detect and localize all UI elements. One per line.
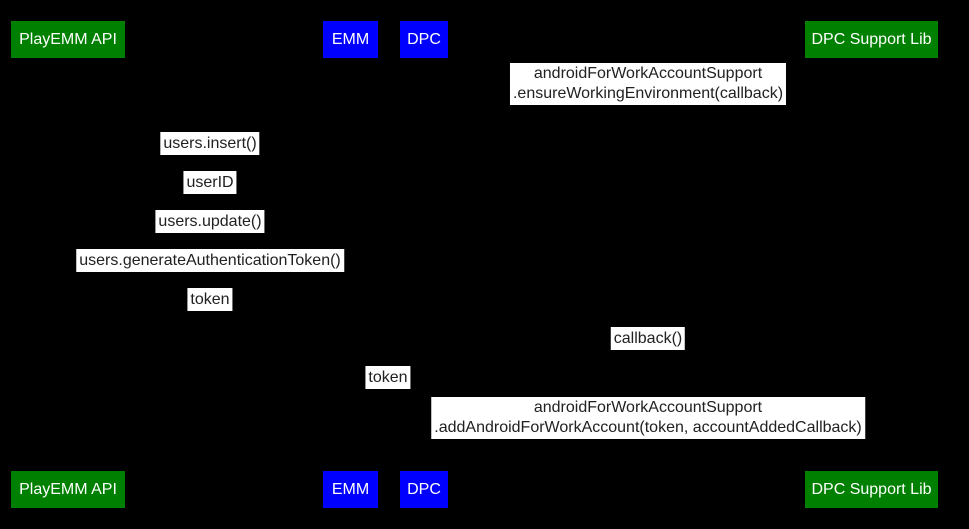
- message-users-insert: users.insert(): [160, 132, 260, 155]
- message-line: users.generateAuthenticationToken(): [79, 252, 341, 269]
- message-line: callback(): [613, 330, 683, 347]
- message-line: androidForWorkAccountSupport: [533, 65, 763, 82]
- message-token-return: token: [187, 288, 233, 311]
- actor-bottom-dpc: DPC: [400, 471, 448, 508]
- message-ensure-working-environment: androidForWorkAccountSupport .ensureWork…: [509, 63, 787, 105]
- actor-bottom-emm: EMM: [323, 471, 378, 508]
- message-users-update: users.update(): [155, 210, 265, 233]
- message-add-android-for-work-account: androidForWorkAccountSupport .addAndroid…: [431, 397, 865, 439]
- message-line: userID: [186, 174, 234, 191]
- actor-top-dpc-support-lib: DPC Support Lib: [805, 21, 938, 58]
- message-line: token: [190, 291, 230, 308]
- message-line: .addAndroidForWorkAccount(token, account…: [434, 419, 862, 436]
- actor-bottom-dpc-support-lib: DPC Support Lib: [805, 471, 938, 508]
- actor-bottom-playemm-api: PlayEMM API: [11, 471, 125, 508]
- actor-top-dpc: DPC: [400, 21, 448, 58]
- message-line: users.insert(): [163, 135, 257, 152]
- message-line: androidForWorkAccountSupport: [533, 399, 763, 416]
- message-user-id: userID: [183, 171, 237, 194]
- message-line: token: [368, 369, 408, 386]
- actor-top-playemm-api: PlayEMM API: [11, 21, 125, 58]
- message-callback: callback(): [610, 327, 686, 350]
- message-token-forward: token: [365, 366, 411, 389]
- actor-top-emm: EMM: [323, 21, 378, 58]
- message-line: .ensureWorkingEnvironment(callback): [512, 85, 784, 102]
- message-line: users.update(): [158, 213, 262, 230]
- message-generate-authentication-token: users.generateAuthenticationToken(): [76, 249, 344, 272]
